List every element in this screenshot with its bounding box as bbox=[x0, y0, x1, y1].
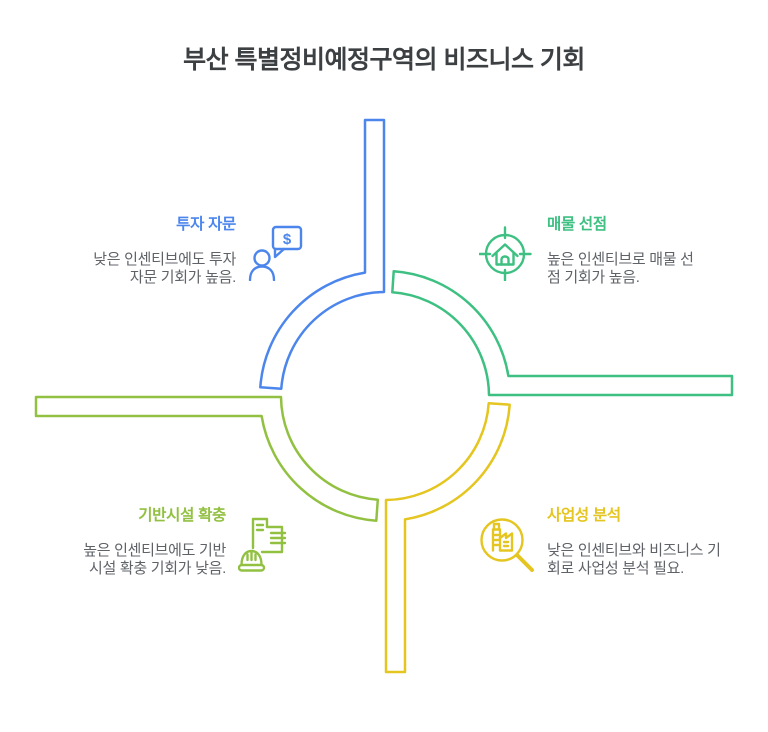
quadrant-desc-line: 점 기회가 높음. bbox=[547, 268, 640, 286]
quadrant-desc-line: 낮은 인센티브와 비즈니스 기 bbox=[547, 542, 721, 559]
quadrant-label: 매물 선점 bbox=[547, 216, 607, 233]
quadrant-investment-advisory: 투자 자문 낮은 인센티브에도 투자 자문 기회가 높음. $ bbox=[78, 211, 304, 286]
segment-infrastructure-expansion bbox=[34, 395, 380, 522]
dollar-glyph: $ bbox=[283, 231, 292, 248]
segment-feasibility-analysis bbox=[384, 402, 511, 674]
building-magnifier-icon bbox=[479, 516, 535, 572]
quadrant-desc-line: 높은 인센티브로 매물 선 bbox=[547, 251, 694, 268]
quadrant-desc-line: 시설 확충 기회가 낮음. bbox=[89, 559, 226, 577]
quadrant-property-preemption: 매물 선점 높은 인센티브로 매물 선 점 기회가 높음. bbox=[478, 211, 731, 286]
quadrant-desc-line: 낮은 인센티브에도 투자 bbox=[93, 251, 236, 268]
house-target-icon bbox=[478, 225, 535, 282]
quadrant-feasibility-analysis: 사업성 분석 낮은 인센티브와 비즈니스 기 회로 사업성 분석 필요. bbox=[479, 502, 731, 577]
quadrant-infrastructure-expansion: 기반시설 확충 높은 인센티브에도 기반 시설 확충 기회가 낮음. bbox=[66, 502, 294, 577]
quadrant-desc-line: 자문 기회가 높음. bbox=[129, 268, 236, 286]
segment-investment-advisory bbox=[259, 118, 386, 390]
quadrant-label: 투자 자문 bbox=[176, 216, 236, 233]
segment-property-preemption bbox=[391, 270, 734, 397]
quadrant-desc-line: 높은 인센티브에도 기반 bbox=[83, 542, 226, 559]
quadrant-desc-line: 회로 사업성 분석 필요. bbox=[547, 559, 684, 577]
quadrant-label: 기반시설 확충 bbox=[138, 507, 226, 524]
page-title: 부산 특별정비예정구역의 비즈니스 기회 bbox=[183, 46, 585, 74]
person-dollar-speech-bubble-icon: $ bbox=[248, 225, 304, 282]
quadrant-label: 사업성 분석 bbox=[547, 507, 621, 524]
building-hardhat-icon bbox=[237, 516, 294, 572]
